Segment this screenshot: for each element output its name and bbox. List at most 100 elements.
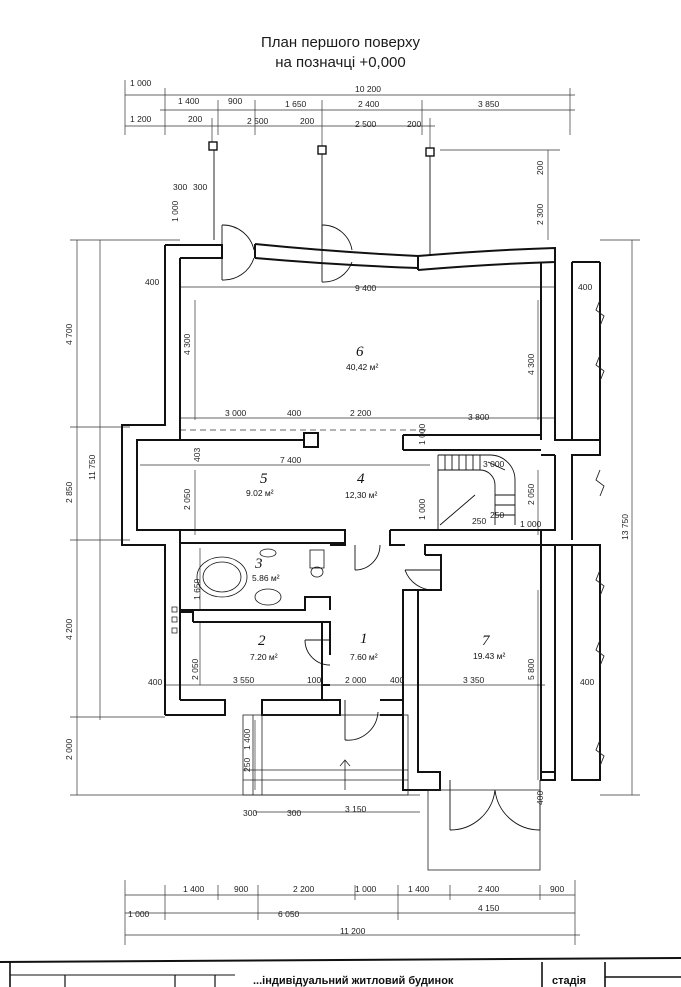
- dim-left-4200: 4 200: [64, 618, 74, 640]
- dimension-labels: 1 000 10 200 1 400 900 1 650 2 400 3 850…: [64, 78, 630, 936]
- dim-top3-1200: 1 200: [130, 114, 152, 124]
- dim-int-400e: 400: [390, 675, 404, 685]
- room-2-area: 7.20 м²: [250, 652, 278, 662]
- dim-right-13750: 13 750: [620, 514, 630, 540]
- dim-left-inner-4300: 4 300: [182, 333, 192, 355]
- dim-top3-200a: 200: [188, 114, 202, 124]
- dim-int-2000: 2 000: [345, 675, 367, 685]
- dim-bot-2200: 2 200: [293, 884, 315, 894]
- dim-bot2-4150: 4 150: [478, 903, 500, 913]
- dim-bot2-6050: 6 050: [278, 909, 300, 919]
- dim-bot3-11200: 11 200: [340, 926, 366, 936]
- dim-bot-900a: 900: [234, 884, 248, 894]
- plan-title-line2: на позначці +0,000: [275, 54, 406, 71]
- stamp-stage-label: стадія: [552, 975, 586, 987]
- stamp-project-title: ...індивідуальний житловий будинок: [253, 975, 454, 987]
- dim-top2-1650: 1 650: [285, 99, 307, 109]
- dim-right-200: 200: [535, 161, 545, 175]
- dim-int-1000c: 1 000: [417, 498, 427, 520]
- room-5-number: 5: [260, 471, 268, 487]
- room-6-area: 40,42 м²: [346, 362, 378, 372]
- dim-bot-900b: 900: [550, 884, 564, 894]
- doors: [221, 224, 541, 831]
- dim-int-1000a: 1 000: [417, 423, 427, 445]
- porch-columns: [208, 141, 435, 255]
- dim-int-403: 403: [192, 448, 202, 462]
- dim-bot-1000: 1 000: [355, 884, 377, 894]
- room-2-number: 2: [258, 633, 266, 649]
- dim-left-inner-1650: 1 650: [192, 578, 202, 600]
- dim-int-3550: 3 550: [233, 675, 255, 685]
- room-5-area: 9.02 м²: [246, 488, 274, 498]
- dim-int-3150: 3 150: [345, 804, 367, 814]
- dim-left-inner-2050a: 2 050: [182, 488, 192, 510]
- dim-top2-2400: 2 400: [358, 99, 380, 109]
- dim-right-inner-4300: 4 300: [526, 353, 536, 375]
- dim-top2-900: 900: [228, 96, 242, 106]
- break-marks: [595, 299, 605, 767]
- dim-int-250c: 250: [242, 758, 252, 772]
- room-4-number: 4: [357, 471, 365, 487]
- dim-top3-200b: 200: [300, 116, 314, 126]
- dim-int-400f: 400: [580, 677, 594, 687]
- dim-int-2200: 2 200: [350, 408, 372, 418]
- electrical-markers: [171, 606, 178, 634]
- bathroom-fixtures: [196, 548, 325, 606]
- dim-left-2000: 2 000: [64, 738, 74, 760]
- dim-int-400c: 400: [287, 408, 301, 418]
- dim-int-300a: 300: [173, 182, 187, 192]
- dim-top2-3850: 3 850: [478, 99, 500, 109]
- dim-int-300c: 300: [243, 808, 257, 818]
- dim-int-7400: 7 400: [280, 455, 302, 465]
- dimension-lines: [70, 80, 640, 945]
- dim-left-2850: 2 850: [64, 481, 74, 503]
- title-block-stamp: ...індивідуальний житловий будинок стаді…: [0, 957, 681, 987]
- room-3-number: 3: [254, 556, 263, 572]
- dim-int-1400: 1 400: [242, 728, 252, 750]
- dim-int-250b: 250: [490, 510, 504, 520]
- dim-int-400a: 400: [145, 277, 159, 287]
- dim-bot-1400a: 1 400: [183, 884, 205, 894]
- dim-top3-2500b: 2 500: [355, 119, 377, 129]
- dim-int-1000d: 1 000: [170, 200, 180, 222]
- room-7-number: 7: [482, 633, 491, 649]
- dim-int-3000b: 3 000: [483, 459, 505, 469]
- room-3-area: 5.86 м²: [252, 573, 280, 583]
- dim-int-400d: 400: [148, 677, 162, 687]
- dim-int-400b: 400: [578, 282, 592, 292]
- room-labels: 6 40,42 м² 5 9.02 м² 4 12,30 м² 3 5.86 м…: [246, 344, 505, 662]
- room-7-area: 19.43 м²: [473, 651, 505, 661]
- dim-int-3800: 3 800: [468, 412, 490, 422]
- dim-top3-200c: 200: [407, 119, 421, 129]
- dim-int-300b: 300: [193, 182, 207, 192]
- dim-bot-1400b: 1 400: [408, 884, 430, 894]
- dim-int-3350: 3 350: [463, 675, 485, 685]
- plan-title-line1: План першого поверху: [261, 34, 420, 51]
- dim-top-10200: 10 200: [355, 84, 381, 94]
- dim-int-250a: 250: [472, 516, 486, 526]
- dim-int-400g: 400: [535, 791, 545, 805]
- dim-int-9400: 9 400: [355, 283, 377, 293]
- staircase: [437, 454, 516, 530]
- dim-right-inner-2050: 2 050: [526, 483, 536, 505]
- dim-top2-1400: 1 400: [178, 96, 200, 106]
- dim-int-1000b: 1 000: [520, 519, 542, 529]
- dim-top3-2500a: 2 500: [247, 116, 269, 126]
- dim-bot2-1000: 1 000: [128, 909, 150, 919]
- dim-right-2300: 2 300: [535, 203, 545, 225]
- dim-left-inner-2050b: 2 050: [190, 658, 200, 680]
- dim-right-inner-5800: 5 800: [526, 658, 536, 680]
- entrance-steps: [242, 714, 541, 871]
- room-4-area: 12,30 м²: [345, 490, 377, 500]
- room-6-number: 6: [356, 344, 364, 360]
- dim-top-1000: 1 000: [130, 78, 152, 88]
- room-1-area: 7.60 м²: [350, 652, 378, 662]
- dim-int-300d: 300: [287, 808, 301, 818]
- dim-left-4700: 4 700: [64, 323, 74, 345]
- dim-left-11750: 11 750: [87, 454, 97, 480]
- dim-int-3000: 3 000: [225, 408, 247, 418]
- dim-int-100: 100: [307, 675, 321, 685]
- walls: [121, 243, 601, 791]
- dim-bot-2400: 2 400: [478, 884, 500, 894]
